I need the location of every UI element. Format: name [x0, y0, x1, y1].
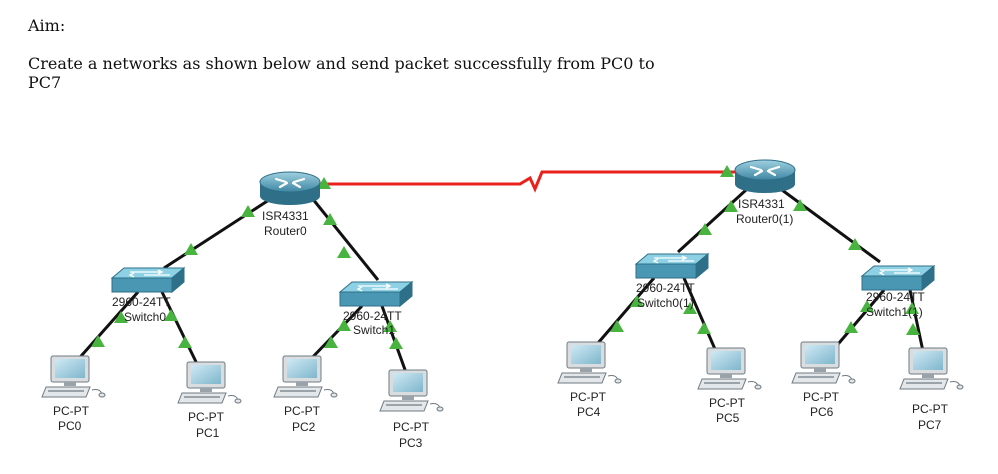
pc-pc0[interactable]: PC-PT PC0: [41, 355, 106, 433]
pc-name-label: PC0: [58, 419, 82, 433]
link-up-indicator: [164, 309, 178, 321]
switch-name-label: Switch1: [353, 323, 395, 337]
pc-pc6[interactable]: PC-PT PC6: [791, 341, 856, 419]
pc-icon: [791, 341, 856, 384]
router-model-label: ISR4331: [738, 197, 785, 211]
link-up-indicator: [337, 246, 351, 258]
link-router0-switch1: [310, 197, 380, 281]
link-status-lights: [91, 165, 920, 349]
link-up-indicator: [389, 337, 403, 349]
pc-name-label: PC4: [577, 405, 601, 419]
switch-model-label: 2960-24TT: [112, 295, 171, 309]
link-switch1-1-pc7: [908, 289, 926, 357]
pc-icon: [273, 355, 338, 398]
link-switch0-1-pc4: [590, 277, 656, 351]
pc-icon: [177, 361, 242, 404]
link-router0-1-switch0-1: [676, 188, 748, 254]
ethernet-links: [72, 188, 926, 379]
link-switch1-pc2: [304, 304, 364, 366]
router-router0[interactable]: ISR4331 Router0: [258, 170, 322, 238]
switch-icon: [111, 267, 185, 293]
switch-name-label: Switch0(1): [637, 296, 694, 310]
link-switch0-pc1: [160, 291, 202, 371]
pc-name-label: PC5: [716, 411, 740, 425]
switch-switch1-1[interactable]: 2960-24TT Switch1(1): [861, 265, 935, 319]
pc-pc3[interactable]: PC-PT PC3: [379, 369, 444, 450]
link-router0-switch0: [163, 196, 273, 270]
link-switch0-pc0: [72, 291, 140, 365]
router-router0-1[interactable]: ISR4331 Router0(1): [733, 158, 797, 226]
pc-name-label: PC2: [292, 420, 316, 434]
link-switch0-1-pc5: [682, 277, 720, 357]
pc-icon: [697, 347, 762, 390]
link-up-indicator: [178, 336, 192, 348]
pc-icon: [41, 355, 106, 398]
link-up-indicator: [697, 322, 711, 334]
pc-model-label: PC-PT: [393, 420, 430, 434]
switch-model-label: 2960-24TT: [343, 309, 402, 323]
link-router0-1-switch1-1: [781, 188, 881, 264]
router-icon: [733, 158, 797, 195]
aim-heading: Aim:: [28, 16, 66, 35]
pc-pc1[interactable]: PC-PT PC1: [177, 361, 242, 440]
pc-name-label: PC1: [196, 426, 220, 440]
switch-switch0-1[interactable]: 2960-24TT Switch0(1): [635, 253, 709, 310]
switch-name-label: Switch0: [124, 310, 166, 324]
pc-model-label: PC-PT: [912, 402, 949, 416]
pc-model-label: PC-PT: [188, 410, 225, 424]
router-name-label: Router0: [264, 224, 307, 238]
pc-model-label: PC-PT: [53, 404, 90, 418]
pc-pc2[interactable]: PC-PT PC2: [273, 355, 338, 434]
switch-icon: [861, 265, 935, 291]
serial-link-router0-router0-1: [290, 170, 738, 193]
router-name-label: Router0(1): [736, 212, 793, 226]
pc-icon: [379, 369, 444, 412]
link-up-indicator: [724, 200, 738, 212]
pc-model-label: PC-PT: [709, 396, 746, 410]
pc-model-label: PC-PT: [570, 390, 607, 404]
router-icon: [258, 170, 322, 207]
pc-name-label: PC6: [810, 405, 834, 419]
pc-pc5[interactable]: PC-PT PC5: [697, 347, 762, 425]
task-description: Create a networks as shown below and sen…: [28, 54, 655, 92]
pc-pc7[interactable]: PC-PT PC7: [899, 347, 964, 432]
switch-switch0[interactable]: 2960-24TT Switch0: [111, 267, 185, 324]
pc-pc4[interactable]: PC-PT PC4: [557, 341, 622, 419]
switch-switch1[interactable]: 2960-24TT Switch1: [339, 281, 413, 337]
router-model-label: ISR4331: [262, 209, 309, 223]
pc-model-label: PC-PT: [284, 404, 321, 418]
switch-name-label: Switch1(1): [866, 305, 923, 319]
pc-icon: [899, 347, 964, 390]
switch-model-label: 2960-24TT: [866, 290, 925, 304]
pc-name-label: PC7: [918, 418, 942, 432]
switch-icon: [339, 281, 413, 307]
switch-icon: [635, 253, 709, 279]
switch-model-label: 2960-24TT: [636, 281, 695, 295]
pc-icon: [557, 341, 622, 384]
pc-model-label: PC-PT: [803, 390, 840, 404]
pc-name-label: PC3: [399, 436, 423, 450]
